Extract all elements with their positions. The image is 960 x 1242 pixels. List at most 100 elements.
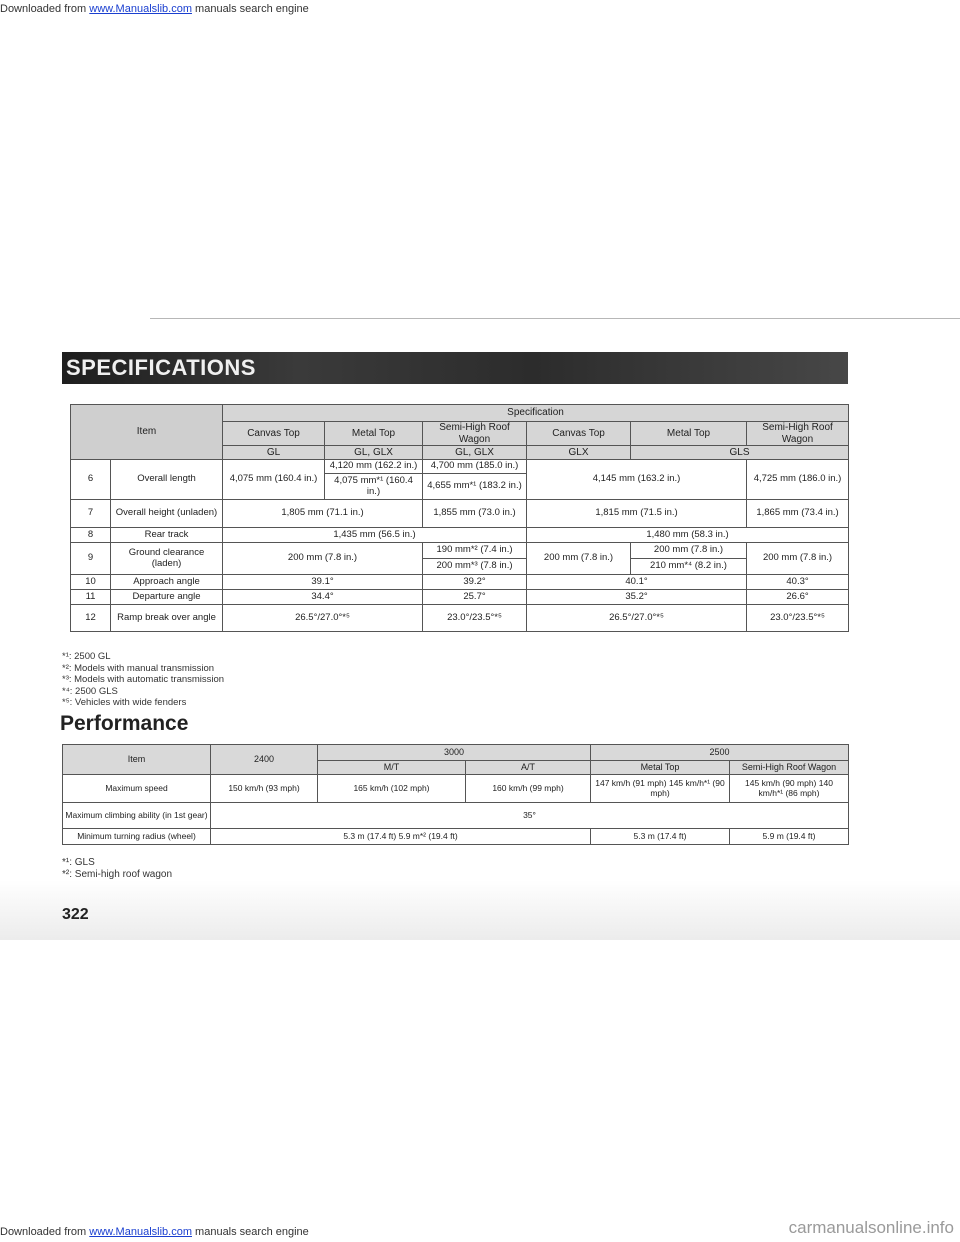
spec-grade-row: GL GL, GLX GL, GLX GLX GLS	[71, 445, 850, 460]
grade-header: GL	[222, 445, 326, 460]
footnote: *²: Semi-high roof wagon	[62, 869, 173, 880]
row-number: 11	[70, 589, 111, 605]
table-row: 12 Ramp break over angle 26.5°/27.0°*⁵ 2…	[70, 604, 850, 632]
row-item: Rear track	[109, 527, 224, 543]
page-number: 322	[62, 906, 89, 923]
table-row: 10 Approach angle 39.1° 39.2° 40.1° 40.3…	[70, 574, 850, 590]
cell: 4,700 mm (185.0 in.)	[422, 459, 528, 474]
grade-header: GL, GLX	[324, 445, 424, 460]
cell: 5.3 m (17.4 ft) 5.9 m*² (19.4 ft)	[210, 828, 591, 845]
table-row: Maximum climbing ability (in 1st gear) 3…	[62, 802, 849, 829]
cell: 145 km/h (90 mph) 140 km/h*¹ (86 mph)	[729, 774, 849, 803]
cell: 4,075 mm*¹ (160.4 in.)	[324, 473, 424, 500]
footnote: *³: Models with automatic transmission	[62, 674, 225, 685]
performance-table: Item 2400 3000 2500 M/T A/T Metal Top Se…	[62, 744, 849, 845]
spec-header-specification: Specification	[222, 404, 850, 422]
footer-source-line: Downloaded from www.Manualslib.com manua…	[0, 1226, 309, 1238]
cell: 200 mm*³ (7.8 in.)	[422, 558, 528, 575]
model-header: Semi-High Roof Wagon	[422, 421, 528, 446]
source-suffix: manuals search engine	[195, 3, 309, 15]
row-number: 10	[70, 574, 111, 590]
model-header: Canvas Top	[222, 421, 326, 446]
source-line: Downloaded from www.Manualslib.com manua…	[0, 3, 309, 15]
banner-title: SPECIFICATIONS	[66, 355, 256, 380]
specifications-banner: SPECIFICATIONS	[62, 352, 848, 384]
footnote: *²: Models with manual transmission	[62, 662, 215, 674]
table-row: 8 Rear track 1,435 mm (56.5 in.) 1,480 m…	[70, 527, 850, 543]
spec-footnotes: *¹: 2500 GL *²: Models with manual trans…	[62, 651, 224, 709]
perf-header-at: A/T	[465, 760, 591, 775]
footer-suffix: manuals search engine	[195, 1226, 309, 1238]
perf-header-3000: 3000	[317, 744, 591, 761]
row-number: 7	[70, 499, 111, 528]
cell: 1,855 mm (73.0 in.)	[422, 499, 528, 528]
cell: 35.2°	[526, 589, 748, 605]
cell: 1,435 mm (56.5 in.)	[222, 527, 528, 543]
footer-prefix: Downloaded from	[0, 1226, 87, 1238]
perf-header-semi-high: Semi-High Roof Wagon	[729, 760, 849, 775]
row-number: 12	[70, 604, 111, 632]
cell: 23.0°/23.5°*⁵	[746, 604, 850, 632]
table-row: 6 Overall length 4,075 mm (160.4 in.) 4,…	[70, 459, 850, 500]
spec-model-row: Canvas Top Metal Top Semi-High Roof Wago…	[71, 421, 850, 446]
row-item: Minimum turning radius (wheel)	[62, 828, 211, 845]
table-row: 7 Overall height (unladen) 1,805 mm (71.…	[70, 499, 850, 528]
model-header: Semi-High Roof Wagon	[746, 421, 850, 446]
table-row: Minimum turning radius (wheel) 5.3 m (17…	[62, 828, 849, 845]
perf-header-metal-top: Metal Top	[590, 760, 730, 775]
cell: 190 mm*² (7.4 in.)	[422, 542, 528, 559]
cell: 40.3°	[746, 574, 850, 590]
cell: 26.5°/27.0°*⁵	[222, 604, 424, 632]
grade-header: GLX	[526, 445, 632, 460]
row-number: 8	[70, 527, 111, 543]
perf-header-2500: 2500	[590, 744, 849, 761]
footer-manualslib-link[interactable]: www.Manualslib.com	[89, 1226, 192, 1238]
manualslib-link[interactable]: www.Manualslib.com	[89, 3, 192, 15]
row-number: 9	[70, 542, 111, 575]
model-header: Canvas Top	[526, 421, 632, 446]
cell: 4,075 mm (160.4 in.)	[222, 459, 326, 500]
cell: 200 mm (7.8 in.)	[222, 542, 424, 575]
row-item: Overall length	[109, 459, 224, 500]
perf-header-2400: 2400	[210, 744, 318, 775]
footnote: *⁴: 2500 GLS	[62, 685, 118, 697]
cell: 150 km/h (93 mph)	[210, 774, 318, 803]
spec-header-row: Item Specification	[69, 404, 850, 460]
cell: 26.6°	[746, 589, 850, 605]
row-item: Ramp break over angle	[109, 604, 224, 632]
cell: 34.4°	[222, 589, 424, 605]
cell: 160 km/h (99 mph)	[465, 774, 591, 803]
cell: 39.2°	[422, 574, 528, 590]
cell: 5.3 m (17.4 ft)	[590, 828, 730, 845]
table-row: Maximum speed 150 km/h (93 mph) 165 km/h…	[62, 774, 849, 803]
row-item: Approach angle	[109, 574, 224, 590]
cell: 200 mm (7.8 in.)	[746, 542, 850, 575]
cell: 23.0°/23.5°*⁵	[422, 604, 528, 632]
grade-header: GL, GLX	[422, 445, 528, 460]
top-rule	[150, 318, 960, 319]
row-item: Departure angle	[109, 589, 224, 605]
perf-header-row: Item 2400 3000 2500	[62, 744, 849, 775]
cell: 200 mm (7.8 in.)	[630, 542, 748, 559]
cell: 35°	[210, 802, 849, 829]
cell: 1,480 mm (58.3 in.)	[526, 527, 850, 543]
cell: 4,145 mm (163.2 in.)	[526, 459, 748, 500]
cell: 165 km/h (102 mph)	[317, 774, 466, 803]
cell: 4,120 mm (162.2 in.)	[324, 459, 424, 474]
table-row: 200 mm*³ (7.8 in.) 210 mm*⁴ (8.2 in.)	[71, 558, 849, 575]
perf-subheader-row: M/T A/T Metal Top Semi-High Roof Wagon	[63, 760, 849, 775]
cell: 40.1°	[526, 574, 748, 590]
perf-header-mt: M/T	[317, 760, 466, 775]
cell: 210 mm*⁴ (8.2 in.)	[630, 558, 748, 575]
cell: 147 km/h (91 mph) 145 km/h*¹ (90 mph)	[590, 774, 730, 803]
scan-shadow	[0, 880, 960, 940]
cell: 25.7°	[422, 589, 528, 605]
performance-heading: Performance	[60, 712, 189, 735]
cell: 4,725 mm (186.0 in.)	[746, 459, 850, 500]
specifications-table: Item Specification Canvas Top Metal Top …	[69, 404, 850, 632]
footnote: *¹: GLS	[62, 857, 95, 868]
cell: 200 mm (7.8 in.)	[526, 542, 632, 575]
cell: 1,815 mm (71.5 in.)	[526, 499, 748, 528]
model-header: Metal Top	[324, 421, 424, 446]
cell: 26.5°/27.0°*⁵	[526, 604, 748, 632]
